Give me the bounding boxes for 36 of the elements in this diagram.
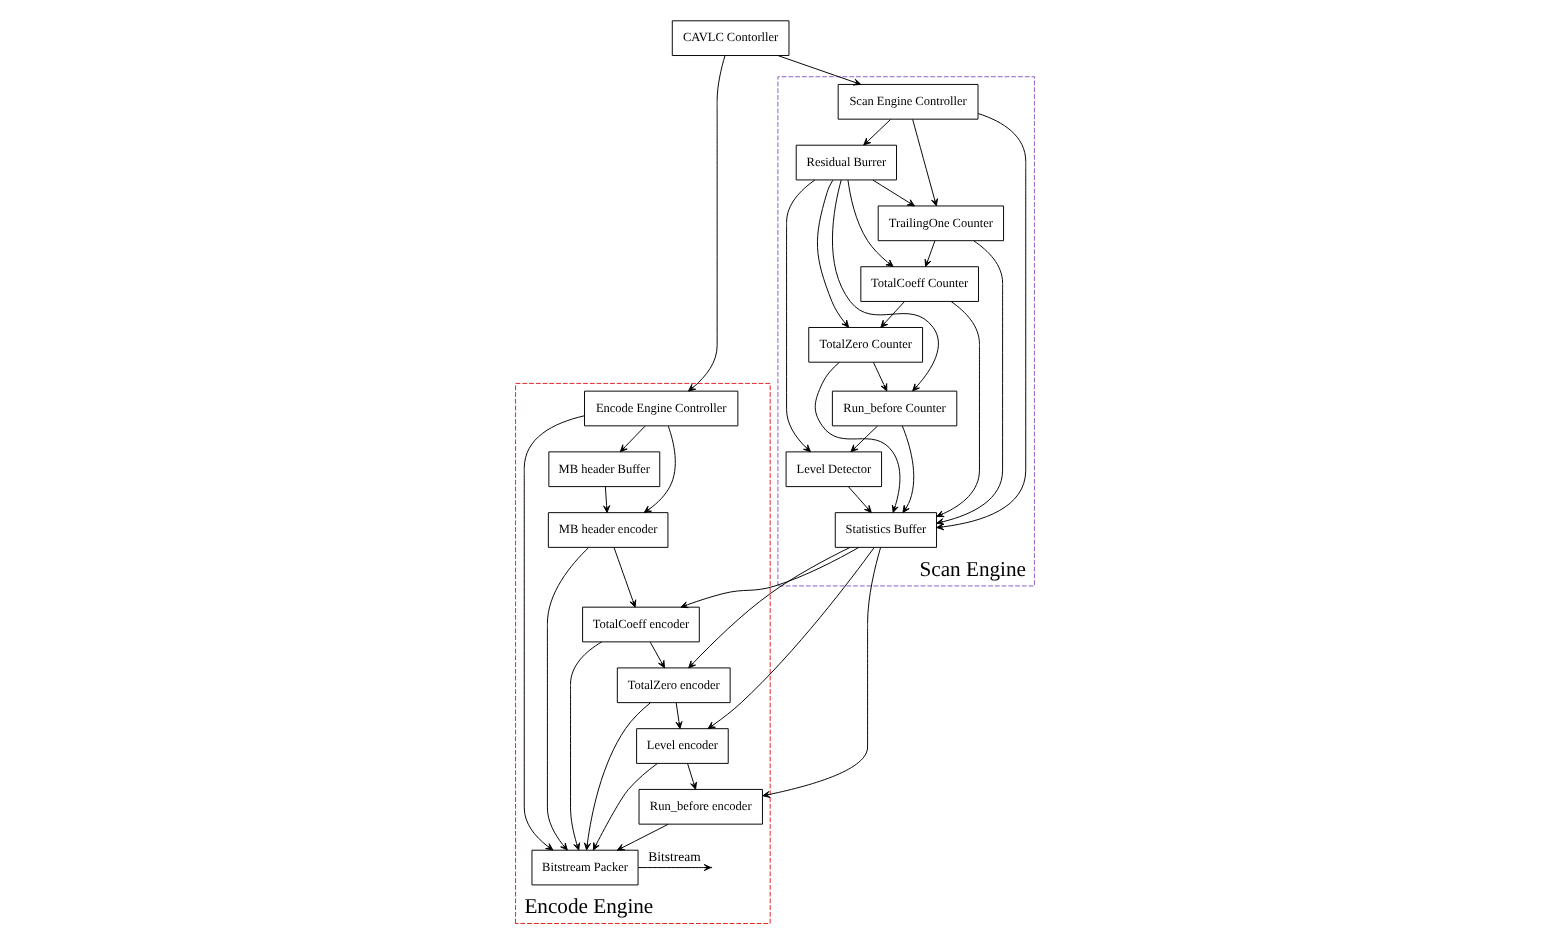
arrow: [613, 547, 637, 608]
arrow: [603, 486, 611, 513]
arrow: [786, 179, 816, 453]
arrow: [872, 179, 915, 207]
arrow: [777, 55, 862, 86]
arrow: [707, 547, 875, 730]
arrow: [936, 240, 1004, 526]
arrow: [832, 179, 939, 392]
arrow: [848, 486, 872, 513]
arrow: [912, 118, 938, 207]
arrow: [847, 179, 894, 268]
arrow: [762, 547, 882, 798]
arrow: [546, 547, 590, 851]
arrow: [675, 702, 683, 729]
arrow: [814, 361, 901, 513]
arrow: [936, 113, 1027, 531]
arrow: [570, 641, 603, 851]
arrow: [817, 179, 850, 328]
arrow: [643, 425, 676, 514]
arrow: [863, 119, 892, 146]
arrow: [616, 823, 669, 851]
arrow: [936, 301, 980, 518]
arrow: [688, 55, 726, 392]
arrow: [688, 546, 851, 669]
arrow: [680, 547, 860, 609]
arrow: [619, 425, 646, 453]
arrow: [850, 425, 878, 453]
arrow: [523, 415, 585, 851]
arrow: [649, 641, 665, 669]
arrow: [924, 240, 936, 268]
arrow: [583, 702, 651, 851]
arrow: [592, 763, 658, 851]
arrow: [872, 361, 888, 392]
arrow: [880, 301, 905, 328]
arrow: [901, 425, 915, 514]
arrow: [687, 763, 697, 790]
